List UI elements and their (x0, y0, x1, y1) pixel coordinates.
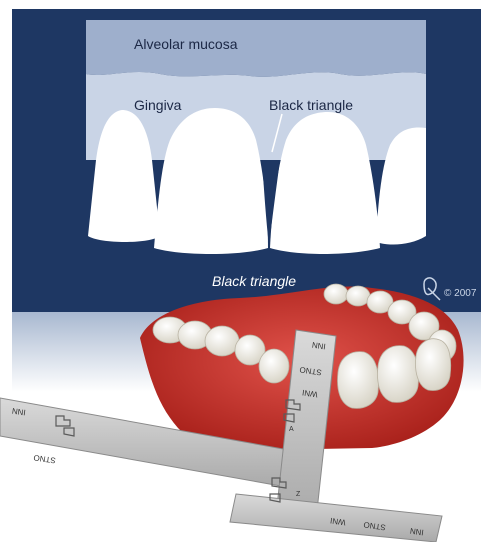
label-alveolar-mucosa: Alveolar mucosa (134, 36, 238, 52)
label-gingiva: Gingiva (134, 97, 181, 113)
gauge-long-stno: STNO (33, 453, 56, 465)
copyright-text: © 2007 (444, 288, 476, 299)
gauge-letter-a: A (289, 426, 294, 433)
gauge-letter-z: Z (296, 491, 301, 498)
label-black-triangle: Black triangle (269, 97, 353, 113)
caption-black-triangle: Black triangle (212, 273, 296, 289)
